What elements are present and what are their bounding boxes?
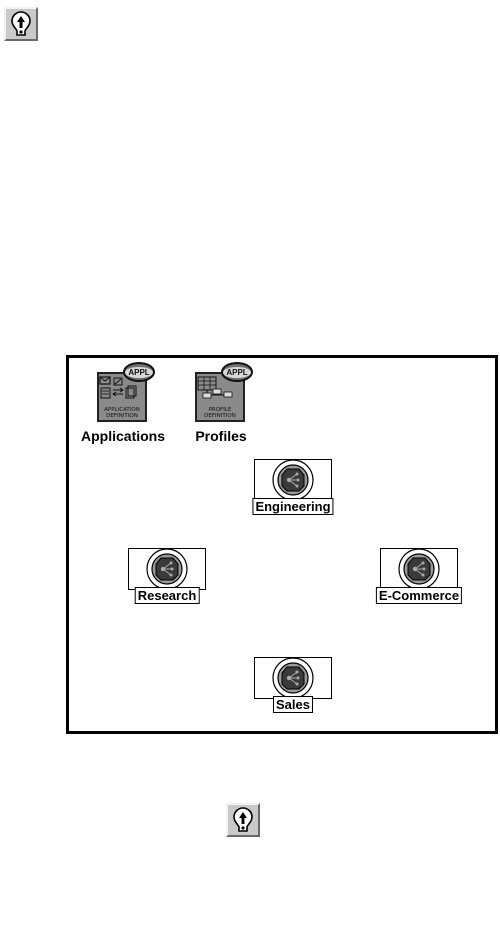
profiles-label: Profiles (195, 428, 247, 444)
node-label: Sales (273, 696, 313, 713)
node-engineering[interactable]: Engineering (252, 459, 334, 515)
applications-definition[interactable]: APPLICATION DEFINITION APPL Applications (81, 362, 165, 444)
appl-badge: APPL (221, 362, 253, 382)
profile-definition-icon: PROFILE DEFINITION APPL (191, 362, 253, 426)
applications-label: Applications (81, 428, 166, 444)
node-sales[interactable]: Sales (254, 657, 332, 713)
node-research[interactable]: Research (128, 548, 206, 604)
application-definition-caption: APPLICATION DEFINITION (104, 407, 140, 419)
network-node-icon (272, 657, 314, 699)
network-node-icon (146, 548, 188, 590)
network-workspace: APPLICATION DEFINITION APPL Applications… (66, 355, 498, 734)
network-node-icon (272, 459, 314, 501)
node-label: Research (134, 587, 200, 604)
pointer-tool-button[interactable] (226, 803, 260, 837)
pointer-glyph-icon (10, 11, 32, 37)
node-ecommerce[interactable]: E-Commerce (375, 548, 463, 604)
application-definition-icon: APPLICATION DEFINITION APPL (93, 362, 155, 426)
profiles-definition[interactable]: PROFILE DEFINITION APPL Profiles (191, 362, 253, 444)
node-label: Engineering (252, 498, 334, 515)
node-label: E-Commerce (375, 587, 463, 604)
appl-badge: APPL (123, 362, 155, 382)
network-node-icon (398, 548, 440, 590)
profile-definition-caption: PROFILE DEFINITION (204, 407, 236, 419)
pointer-tool-button[interactable] (4, 7, 38, 41)
pointer-glyph-icon (232, 807, 254, 833)
